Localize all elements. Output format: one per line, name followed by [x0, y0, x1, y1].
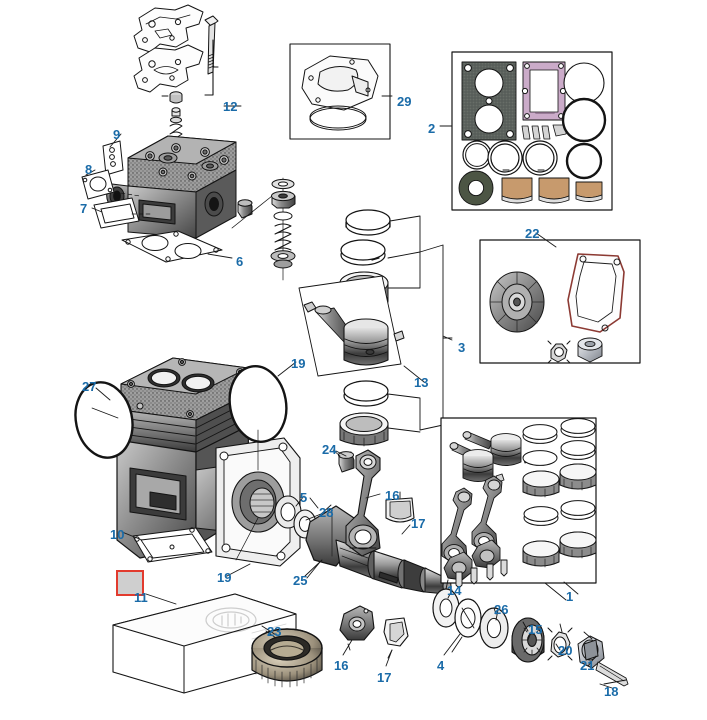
- callout-cotter-pin[interactable]: 18: [604, 684, 619, 699]
- callout-seal-retainer-washer[interactable]: 28: [319, 505, 334, 520]
- callout-crankshaft-oil-seal[interactable]: 5: [300, 490, 308, 505]
- callout-spacer-washer[interactable]: 26: [494, 602, 509, 617]
- callout-shaft-nut[interactable]: 21: [580, 658, 595, 673]
- callout-inlet-flange-gasket[interactable]: 7: [80, 201, 88, 216]
- callout-shaft-washer[interactable]: 4: [437, 658, 445, 673]
- callout-cylinder-o-ring[interactable]: 19: [291, 356, 306, 371]
- callout-cylinder-o-ring-lower[interactable]: 19: [217, 570, 232, 585]
- callout-connecting-rod[interactable]: 16: [385, 488, 400, 503]
- callout-gasket-and-seal-overhaul-kit[interactable]: 2: [428, 121, 436, 136]
- callout-piston-and-rod-kit[interactable]: 1: [566, 589, 574, 604]
- callout-tab-lock-washer[interactable]: 20: [558, 643, 573, 658]
- callout-connecting-rod-bearing-shell[interactable]: 17: [411, 516, 426, 531]
- callout-drive-gear[interactable]: 15: [528, 622, 543, 637]
- callout-wrist-pin-plug[interactable]: 24: [322, 442, 337, 457]
- callout-piston-ring-set-bracket[interactable]: 3: [458, 340, 466, 355]
- selected-part-swatch[interactable]: [116, 570, 144, 596]
- callout-piston-with-wrist-pin[interactable]: 13: [414, 375, 429, 390]
- callout-service-kit-box[interactable]: 11: [134, 590, 148, 605]
- callout-crankcase-cover-gasket[interactable]: 10: [110, 527, 125, 542]
- callout-bearing-shell-lower[interactable]: 17: [377, 670, 392, 685]
- callout-drive-coupling-repair-kit[interactable]: 22: [525, 226, 540, 241]
- callout-crankshaft[interactable]: 25: [293, 573, 308, 588]
- callout-governor-cover-plate[interactable]: 29: [397, 94, 412, 109]
- callout-connecting-rod-cap[interactable]: 16: [334, 658, 349, 673]
- callout-unloader-valve-assembly[interactable]: 12: [223, 99, 238, 114]
- callout-cylinder-head-gasket[interactable]: 6: [236, 254, 244, 269]
- callout-thrust-washer[interactable]: 14: [447, 583, 462, 598]
- callout-discharge-flange-gasket[interactable]: 8: [85, 162, 93, 177]
- callout-crankcase-o-ring[interactable]: 27: [82, 379, 97, 394]
- callout-coolant-port-gasket[interactable]: 9: [113, 127, 121, 142]
- callout-air-intake-filter[interactable]: 23: [267, 624, 282, 639]
